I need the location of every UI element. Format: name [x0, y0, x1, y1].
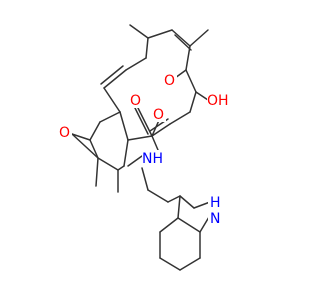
bond — [141, 167, 149, 191]
carbonyl-o1-label: O — [130, 93, 141, 109]
bond — [159, 217, 179, 233]
amide-nitrogen: NH — [142, 150, 166, 167]
bond — [151, 135, 159, 151]
bond — [169, 111, 191, 125]
epoxide-oxygen: O — [59, 124, 72, 141]
amide-nh-label: NH — [142, 151, 163, 167]
bond — [189, 29, 209, 47]
bond — [103, 69, 127, 89]
bond — [159, 257, 181, 271]
bond — [97, 157, 119, 171]
bond — [195, 91, 209, 101]
hydroxyl-group: OH — [207, 92, 231, 109]
ring-oxygen: O — [164, 72, 177, 89]
bond — [177, 217, 201, 233]
bond — [123, 139, 129, 167]
bond — [71, 133, 91, 141]
bond — [127, 135, 153, 141]
bond — [179, 195, 195, 209]
bond — [147, 29, 173, 39]
bond — [103, 87, 121, 113]
indole-h-label: H — [210, 195, 221, 211]
bond — [179, 257, 201, 271]
bond — [95, 157, 99, 187]
bond — [117, 165, 125, 171]
atom-labels: O O OH O O NH H N — [59, 72, 231, 227]
bond — [125, 57, 147, 71]
bond — [167, 195, 181, 203]
bond — [89, 139, 99, 159]
indole-n-label: N — [210, 211, 220, 227]
chemical-structure-diagram: O O OH O O NH H N — [59, 24, 231, 271]
ring-o-label: O — [164, 73, 175, 89]
bond — [174, 34, 192, 51]
bond — [189, 91, 197, 113]
bond — [147, 189, 169, 203]
bond — [193, 201, 211, 209]
bond — [185, 69, 197, 93]
bond — [185, 45, 191, 71]
bond — [127, 155, 143, 167]
hydroxyl-label: OH — [207, 93, 229, 109]
epoxide-o-label: O — [59, 125, 70, 141]
bond — [89, 121, 101, 141]
bond — [171, 29, 191, 47]
bond — [177, 195, 181, 219]
carbonyl-oxygen-1: O — [130, 92, 143, 109]
bond — [71, 133, 99, 159]
bond — [99, 111, 121, 123]
bond — [119, 111, 129, 141]
bond — [145, 37, 149, 59]
bond — [100, 65, 124, 85]
bond — [133, 105, 149, 135]
bonds — [71, 24, 213, 271]
bond — [129, 24, 149, 39]
carbonyl-oxygen-2: O — [153, 106, 166, 123]
indole-nitrogen: H N — [208, 194, 224, 227]
bond — [137, 107, 153, 137]
carbonyl-o2-label: O — [153, 107, 164, 123]
bond — [151, 123, 171, 137]
